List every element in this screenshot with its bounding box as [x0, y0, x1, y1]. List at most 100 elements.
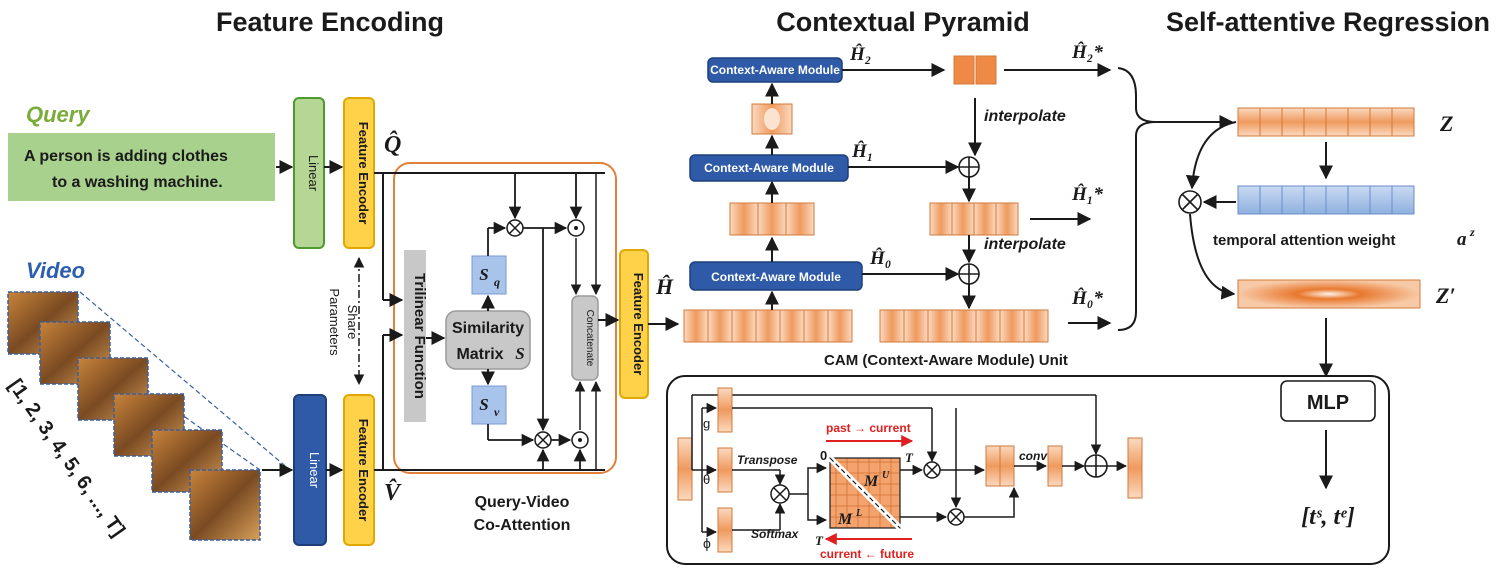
cam-softmax-label: Softmax	[751, 527, 800, 541]
similarity-symbol: S	[515, 344, 524, 363]
attention-weight-cells	[1237, 185, 1415, 215]
sq-symbol: S	[479, 265, 488, 284]
pyramid-h0-star-cells	[879, 309, 1049, 343]
pyramid-h-cells	[683, 309, 853, 343]
otimes-top-node	[506, 219, 524, 237]
pyramid-merge-brace	[1117, 67, 1157, 331]
z-label: Z	[1439, 111, 1453, 136]
query-label: Query	[26, 102, 91, 127]
h2-star-label: Ĥ₂*	[1071, 41, 1103, 63]
video-frames	[7, 291, 291, 541]
attention-weight-text: temporal attention weight	[1213, 232, 1396, 249]
cam-otimes-upper	[923, 461, 941, 479]
cam-otimes-to-ml	[807, 494, 828, 526]
h0-star-label: Ĥ₀*	[1071, 287, 1103, 309]
mlp-box	[1280, 380, 1376, 422]
concatenate-label: Concatenate	[584, 310, 595, 367]
cam-conv-output-cell	[1047, 445, 1063, 487]
cam-theta-label: θ	[703, 472, 710, 487]
regression-output: [tˢ, tᵉ]	[1301, 504, 1355, 530]
cam-otimes-to-mu	[789, 462, 828, 495]
cam-concat-cell-a	[985, 445, 1001, 487]
cam-mu-label: M	[863, 473, 879, 490]
v-hat-label: V̂	[384, 479, 402, 506]
cam-phi-label: ϕ	[703, 535, 711, 551]
cam-past-current-label: past → current	[826, 421, 911, 435]
parameters-label: Parameters	[327, 288, 342, 356]
attention-weight-symbol: a	[1457, 229, 1467, 250]
z-to-otimes-arrow	[1185, 121, 1237, 190]
cam-ml-sup: L	[855, 508, 862, 519]
otimes-bottom-node	[534, 431, 552, 449]
h0-label: Ĥ₀	[869, 247, 891, 269]
odot-bottom-node	[571, 431, 589, 449]
cam-module-level0	[689, 261, 863, 291]
z-feature-cells	[1237, 107, 1415, 137]
sv-box	[471, 385, 507, 425]
similarity-label-line2: Matrix	[456, 346, 503, 363]
pyramid-h1-star-cells	[929, 202, 1019, 236]
query-text-line1: A person is adding clothes	[24, 148, 228, 165]
cam-unit-title: CAM (Context-Aware Module) Unit	[824, 352, 1068, 369]
query-feature-encoder-label: Feature Encoder	[356, 122, 371, 225]
trilinear-function-label: Trilinear Function	[411, 273, 428, 399]
cam-theta-cell	[717, 447, 733, 493]
query-linear-layer	[293, 97, 325, 249]
pyramid-level1-cells	[729, 202, 815, 236]
h1-label: Ĥ₁	[851, 140, 873, 162]
interpolate-label-lower: interpolate	[984, 236, 1066, 253]
h2-label: Ĥ₂	[849, 43, 871, 65]
similarity-label-line1: Similarity	[452, 320, 524, 337]
attention-weight-sup: z	[1469, 225, 1475, 239]
sv-symbol: S	[479, 395, 488, 414]
regression-otimes	[1178, 190, 1202, 214]
cam-unit-input-cell	[677, 437, 693, 501]
oplus-level1	[958, 156, 980, 178]
section-title-self-attentive-regression: Self-attentive Regression	[1166, 7, 1490, 37]
z-prime-feature	[1237, 279, 1421, 309]
cam-output-cell	[1127, 437, 1143, 499]
cam-concat-cell-b	[999, 445, 1015, 487]
query-text-line2: to a washing machine.	[52, 174, 223, 191]
oplus-level0	[958, 263, 980, 285]
sq-subscript: q	[494, 275, 500, 289]
cam-otimes-lower	[947, 508, 965, 526]
pyramid-h2-star-cells	[953, 55, 997, 85]
cam-lower-to-concat	[964, 486, 1020, 518]
cam-zero-label: 0	[820, 448, 827, 463]
cam-otimes-attn	[770, 484, 790, 504]
cam-current-future-label: current ← future	[820, 547, 914, 561]
co-attention-label-line1: Query-Video	[475, 494, 570, 511]
cam-t-bottom-label: T	[815, 533, 824, 548]
cam-mu-sup: U	[882, 470, 890, 481]
cam-ml-label: M	[837, 511, 853, 528]
odot-top-node	[567, 219, 585, 237]
cam-g-label: g	[703, 416, 710, 431]
otimes-to-zprime-arrow	[1189, 213, 1236, 300]
q-hat-label: Q̂	[384, 131, 401, 158]
mlp-label: MLP	[1307, 392, 1349, 414]
cam-module-level2-label: Context-Aware Module	[710, 63, 840, 77]
cam-g-cell	[717, 387, 733, 433]
h-hat-label: Ĥ	[655, 274, 674, 299]
cam-t-top-label: T	[905, 450, 914, 465]
cam-mask-diagonal-dash	[829, 457, 901, 529]
section-title-feature-encoding: Feature Encoding	[216, 7, 444, 37]
video-feature-encoder-label: Feature Encoder	[356, 419, 371, 522]
concatenate-box	[571, 295, 599, 381]
query-linear-label: Linear	[306, 155, 321, 192]
cam-transpose-label: Transpose	[737, 453, 798, 467]
h1-star-label: Ĥ₁*	[1071, 183, 1103, 205]
share-label: Share	[345, 305, 360, 340]
z-prime-label: Z′	[1435, 283, 1456, 308]
cam-module-level1-label: Context-Aware Module	[704, 161, 834, 175]
cam-module-level0-label: Context-Aware Module	[711, 270, 841, 284]
cam-conv-label: conv	[1019, 449, 1048, 463]
fusion-feature-encoder-label: Feature Encoder	[631, 273, 646, 376]
trilinear-function-box	[404, 250, 426, 422]
interpolate-label-upper: interpolate	[984, 108, 1066, 125]
video-label: Video	[26, 258, 85, 283]
video-linear-label: Linear	[307, 452, 322, 489]
